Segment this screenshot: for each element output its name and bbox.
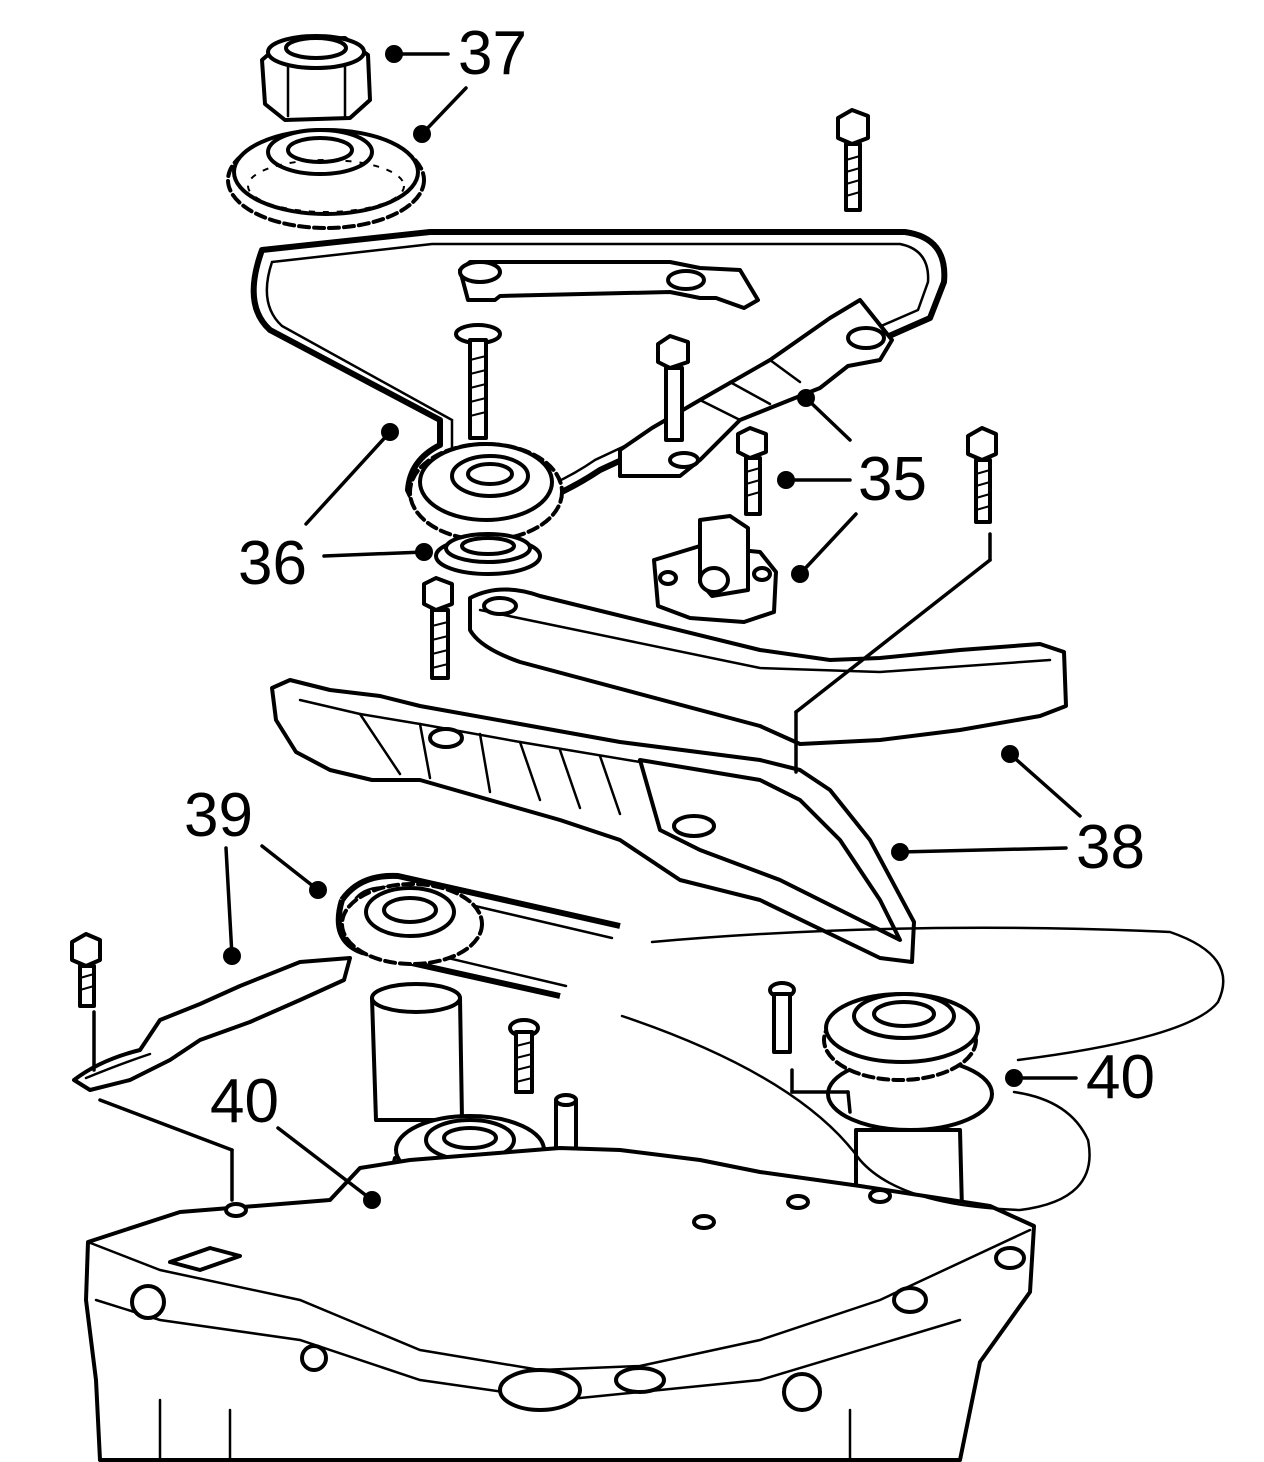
bolt-tensioner <box>736 426 768 516</box>
sprocket-bushing <box>434 532 542 576</box>
chain-tensioner <box>652 514 778 624</box>
leader-40-left <box>276 1126 381 1209</box>
oil-pump-sprocket <box>340 882 484 966</box>
leader-37-sprocket <box>413 86 468 143</box>
camshaft-nut <box>260 34 372 122</box>
leader-36-bushing <box>322 543 433 561</box>
leader-35-bolt <box>777 471 852 489</box>
bolt-lower-middle <box>508 1018 540 1094</box>
bolt-guide-left <box>422 576 454 680</box>
leader-40-right <box>1005 1069 1078 1087</box>
bolt-center-left <box>454 323 502 440</box>
bolt-bracket <box>70 932 102 1008</box>
slide-rail <box>468 587 1068 746</box>
leader-36-chain <box>304 423 399 526</box>
callout-40-left: 40 <box>210 1067 279 1136</box>
balance-shaft-sprocket-right <box>822 992 994 1212</box>
callout-35: 35 <box>858 445 927 514</box>
callout-36: 36 <box>238 529 307 598</box>
intermediate-sprocket <box>408 442 564 542</box>
bolt-top-right <box>836 108 870 212</box>
bolt-lower-right <box>768 981 796 1054</box>
tensioner-rail <box>618 298 894 478</box>
leader-35-tensioner <box>791 512 858 583</box>
bolt-center-right <box>656 334 690 442</box>
upper-chain-guide <box>458 260 760 310</box>
leader-40-bolt <box>790 1068 852 1114</box>
leader-39-bracket <box>223 846 241 965</box>
leader-38-bolt <box>794 532 992 774</box>
leader-35-rail <box>797 389 852 442</box>
bolt-far-right <box>966 426 998 524</box>
camshaft-sprocket <box>226 128 426 230</box>
callout-40-right: 40 <box>1086 1043 1155 1112</box>
leader-bracket-bolt <box>92 1010 234 1202</box>
dowel-tube <box>370 982 464 1122</box>
engine-block <box>84 1146 1036 1462</box>
chain-routing-curves <box>620 926 1225 1212</box>
leader-37-nut <box>385 45 450 63</box>
callout-38: 38 <box>1076 813 1145 882</box>
leader-39-chain <box>260 844 327 899</box>
callout-39: 39 <box>184 781 253 850</box>
lower-chain-guide <box>270 678 916 964</box>
leader-38-guide <box>891 843 1068 861</box>
callout-37: 37 <box>458 19 527 88</box>
leader-38-slide <box>1001 745 1082 818</box>
